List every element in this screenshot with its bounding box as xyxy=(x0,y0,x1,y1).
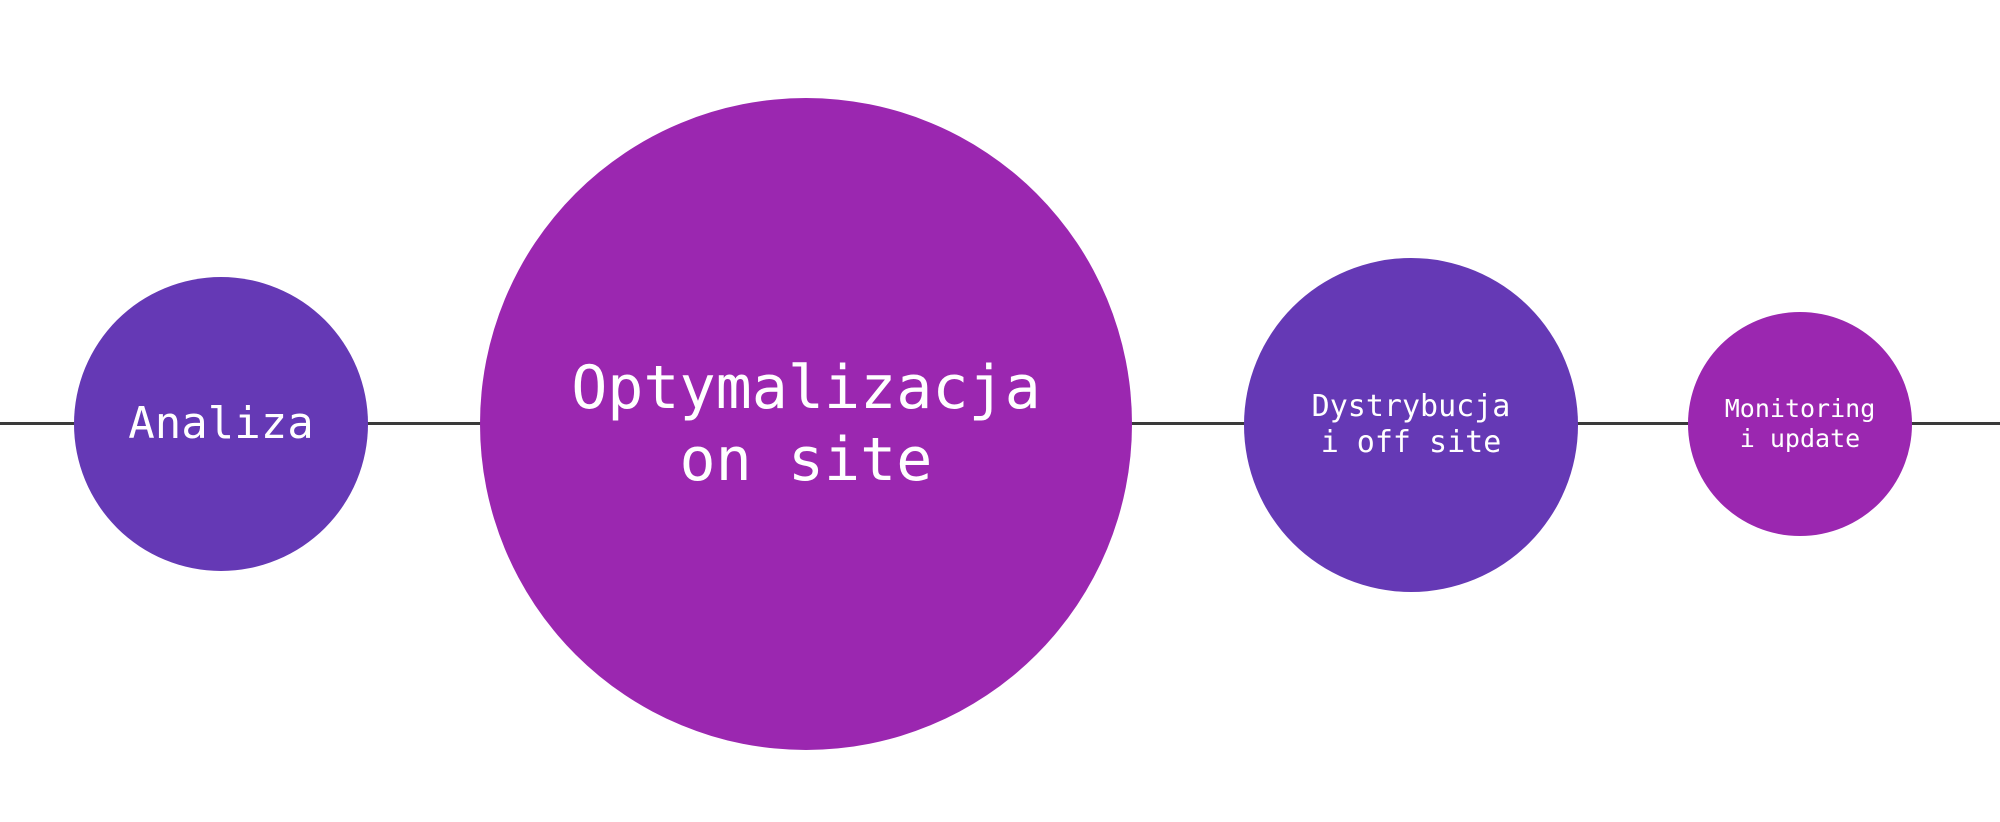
step-circle-monitoring: Monitoring i update xyxy=(1688,312,1912,536)
step-circle-dystrybucja: Dystrybucja i off site xyxy=(1244,258,1578,592)
step-label-dystrybucja: Dystrybucja i off site xyxy=(1311,389,1511,460)
step-label-optymalizacja: Optymalizacja on site xyxy=(571,353,1041,495)
step-label-monitoring: Monitoring i update xyxy=(1724,394,1876,453)
step-circle-optymalizacja: Optymalizacja on site xyxy=(480,98,1132,750)
step-label-analiza: Analiza xyxy=(128,397,314,449)
step-circle-analiza: Analiza xyxy=(74,277,368,571)
